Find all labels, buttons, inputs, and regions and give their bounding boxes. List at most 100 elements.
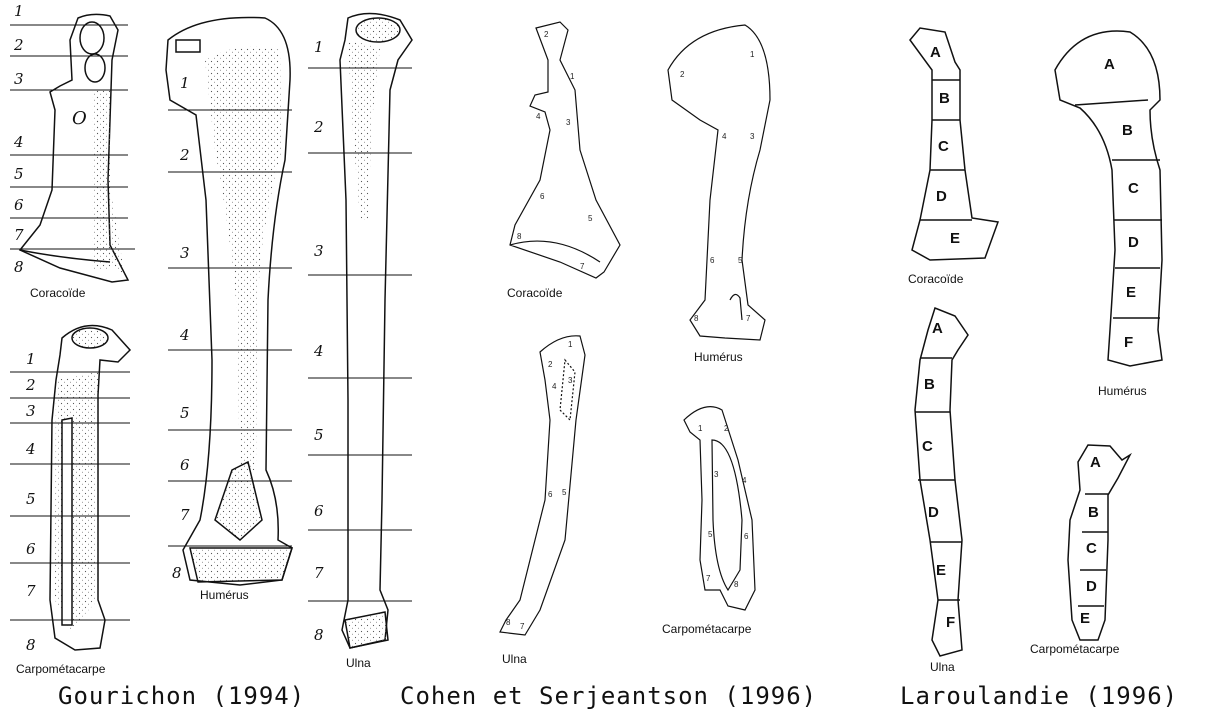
zone-number: 6 [744,532,748,541]
zone-number: 3 [314,242,324,260]
zone-number: 5 [26,490,36,508]
ulna-label: Ulna [502,652,527,666]
segment-label: B [1088,504,1099,521]
zone-number: 7 [180,506,190,524]
cohen-coracoid-drawing [510,22,620,278]
laroulandie-coracoid-drawing [910,28,998,260]
zone-number: 7 [706,574,710,583]
caption-cohen: Cohen et Serjeantson (1996) [400,682,817,710]
zone-number: 1 [568,340,572,349]
zone-number: 3 [568,376,572,385]
zone-number: 1 [14,2,24,20]
segment-label: D [1128,234,1139,251]
gourichon-coracoid-drawing [20,14,128,282]
coracoid-label: Coracoïde [507,286,562,300]
zone-number: 3 [566,118,570,127]
zone-number: 4 [26,440,36,458]
laroulandie-carpo-drawing [1068,445,1130,640]
zone-number: 2 [14,36,24,54]
segment-label: D [928,504,939,521]
segment-label: A [930,44,941,61]
carpometacarpe-label: Carpométacarpe [662,622,751,636]
zone-number: 5 [708,530,712,539]
zone-number: 5 [314,426,324,444]
zone-number: 3 [26,402,36,420]
zone-number: 4 [536,112,540,121]
zone-number: 7 [746,314,750,323]
zone-number: 8 [506,618,510,627]
segment-label: B [939,90,950,107]
zone-number: 8 [734,580,738,589]
carpometacarpe-label: Carpométacarpe [1030,642,1119,656]
segment-label: E [1080,610,1090,627]
segment-label: C [922,438,933,455]
zone-number: 5 [14,165,24,183]
zone-number: 1 [698,424,702,433]
segment-label: D [936,188,947,205]
segment-label: F [1124,334,1133,351]
zone-number: 1 [750,50,754,59]
zone-number: 2 [724,424,728,433]
zone-number: 3 [180,244,190,262]
foramen-label: O [72,108,87,129]
zone-number: 7 [580,262,584,271]
zone-number: 8 [26,636,36,654]
humerus-label: Humérus [200,588,249,602]
zone-number: 6 [314,502,324,520]
laroulandie-humerus-drawing [1055,31,1162,366]
zone-number: 7 [14,226,24,244]
zone-number: 6 [710,256,714,265]
zone-number: 5 [562,488,566,497]
zone-number: 3 [14,70,24,88]
zone-number: 6 [548,490,552,499]
zone-number: 1 [570,72,574,81]
gourichon-carpo-drawing [50,326,130,651]
segment-label: E [936,562,946,579]
coracoid-label: Coracoïde [30,286,85,300]
segment-label: E [1126,284,1136,301]
zone-number: 2 [180,146,190,164]
segment-label: A [1090,454,1101,471]
zone-number: 1 [314,38,324,56]
segment-label: D [1086,578,1097,595]
zone-number: 5 [738,256,742,265]
ulna-label: Ulna [930,660,955,674]
zone-number: 2 [314,118,324,136]
zone-number: 7 [314,564,324,582]
zone-number: 7 [26,582,36,600]
zone-number: 4 [552,382,556,391]
zone-number: 3 [750,132,754,141]
zone-number: 8 [172,564,182,582]
zone-number: 2 [548,360,552,369]
zone-number: 2 [544,30,548,39]
caption-laroulandie: Laroulandie (1996) [900,682,1178,710]
zone-number: 6 [14,196,24,214]
zone-number: 6 [180,456,190,474]
zone-number: 2 [680,70,684,79]
coracoid-label: Coracoïde [908,272,963,286]
zone-number: 1 [180,74,190,92]
ulna-label: Ulna [346,656,371,670]
humerus-label: Humérus [1098,384,1147,398]
zone-number: 4 [314,342,324,360]
zone-number: 4 [180,326,190,344]
zone-number: 8 [517,232,521,241]
segment-label: F [946,614,955,631]
segment-label: E [950,230,960,247]
zone-number: 1 [26,350,36,368]
zone-number: 3 [714,470,718,479]
gourichon-ulna-drawing [340,13,412,648]
segment-label: B [1122,122,1133,139]
zone-number: 4 [742,476,746,485]
zone-number: 6 [26,540,36,558]
zone-number: 2 [26,376,36,394]
segment-label: C [938,138,949,155]
zone-number: 4 [722,132,726,141]
laroulandie-ulna-drawing [915,308,968,656]
segment-label: A [932,320,943,337]
zone-number: 6 [540,192,544,201]
gourichon-humerus-drawing [166,17,292,585]
zone-number: 8 [694,314,698,323]
segment-label: A [1104,56,1115,73]
